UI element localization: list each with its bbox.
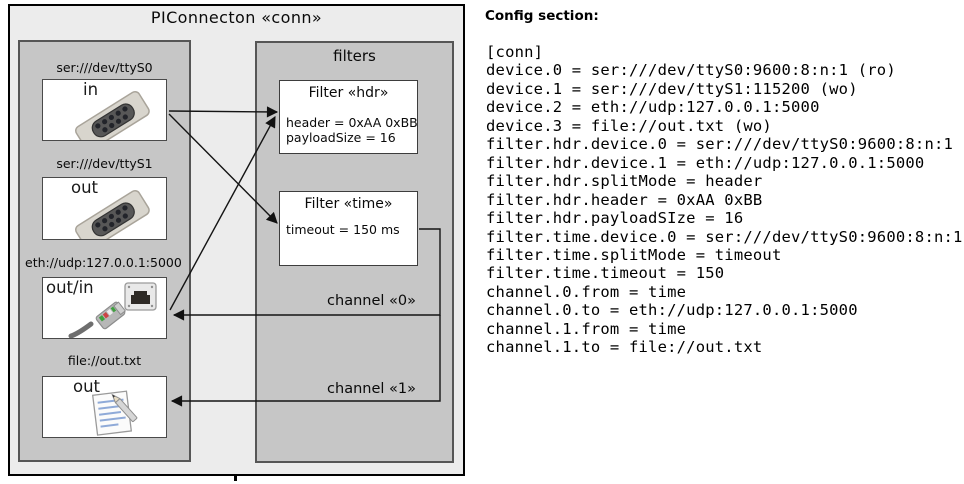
serial-connector-icon	[75, 190, 150, 239]
device-direction: out/in	[46, 278, 94, 297]
config-line: device.2 = eth://udp:127.0.0.1:5000	[486, 98, 820, 117]
ethernet-connector-icon	[68, 282, 157, 338]
config-line: channel.0.from = time	[486, 282, 687, 301]
config-line: filter.time.splitMode = timeout	[486, 245, 782, 264]
bottom-center-tick	[234, 475, 237, 481]
filter-param: payloadSize = 16	[286, 130, 396, 145]
config-line: device.1 = ser:///dev/ttyS1:115200 (wo)	[486, 79, 858, 98]
device-uri-ser0: ser:///dev/ttyS0	[56, 60, 153, 75]
piconnecton-diagram: PIConnecton «conn» ser:///dev/ttyS0 in s…	[8, 4, 465, 476]
config-line: filter.hdr.payloadSIze = 16	[486, 209, 744, 228]
device-direction: out	[73, 377, 101, 396]
config-text: [conn]device.0 = ser:///dev/ttyS0:9600:8…	[486, 43, 963, 357]
config-line: filter.time.timeout = 150	[486, 264, 725, 283]
filter-box-hdr: Filter «hdr» header = 0xAA 0xBB payloadS…	[279, 80, 418, 154]
device-box-file: out	[42, 376, 167, 438]
config-line: channel.1.from = time	[486, 319, 687, 338]
device-uri-ser1: ser:///dev/ttyS1	[56, 156, 153, 171]
config-line: [conn]	[486, 43, 544, 61]
filters-panel: filters Filter «hdr» header = 0xAA 0xBB …	[255, 41, 454, 463]
config-line: filter.hdr.splitMode = header	[486, 172, 763, 191]
config-heading: Config section:	[485, 8, 599, 24]
config-line: device.0 = ser:///dev/ttyS0:9600:8:n:1 (…	[486, 61, 896, 80]
config-line: filter.hdr.device.1 = eth://udp:127.0.0.…	[486, 153, 925, 172]
device-box-ser1: out	[42, 177, 167, 240]
filter-param: timeout = 150 ms	[286, 222, 400, 237]
config-line: device.3 = file://out.txt (wo)	[486, 116, 772, 135]
filter-title: Filter «time»	[304, 196, 393, 212]
device-box-ser0: in	[42, 79, 167, 141]
serial-connector-icon	[75, 91, 150, 140]
config-line: channel.1.to = file://out.txt	[486, 338, 763, 357]
config-line: filter.time.device.0 = ser:///dev/ttyS0:…	[486, 227, 963, 246]
device-uri-eth: eth://udp:127.0.0.1:5000	[25, 255, 182, 270]
channel-1-label: channel «1»	[327, 381, 416, 397]
filter-param: header = 0xAA 0xBB	[286, 115, 418, 130]
device-direction: in	[83, 80, 99, 99]
device-direction: out	[71, 178, 99, 197]
config-line: filter.hdr.header = 0xAA 0xBB	[486, 190, 763, 209]
devices-panel: ser:///dev/ttyS0 in ser:///dev/ttyS1 out	[18, 40, 191, 462]
device-box-eth: out/in	[42, 277, 167, 339]
filter-title: Filter «hdr»	[308, 85, 389, 101]
notepad-pencil-icon	[91, 390, 138, 436]
config-line: filter.hdr.device.0 = ser:///dev/ttyS0:9…	[486, 135, 954, 154]
channel-0-label: channel «0»	[327, 293, 416, 309]
filters-panel-title: filters	[333, 47, 376, 65]
diagram-title: PIConnecton «conn»	[150, 8, 323, 27]
config-line: channel.0.to = eth://udp:127.0.0.1:5000	[486, 301, 858, 320]
device-uri-file: file://out.txt	[67, 353, 142, 368]
filter-box-time: Filter «time» timeout = 150 ms	[279, 191, 418, 266]
